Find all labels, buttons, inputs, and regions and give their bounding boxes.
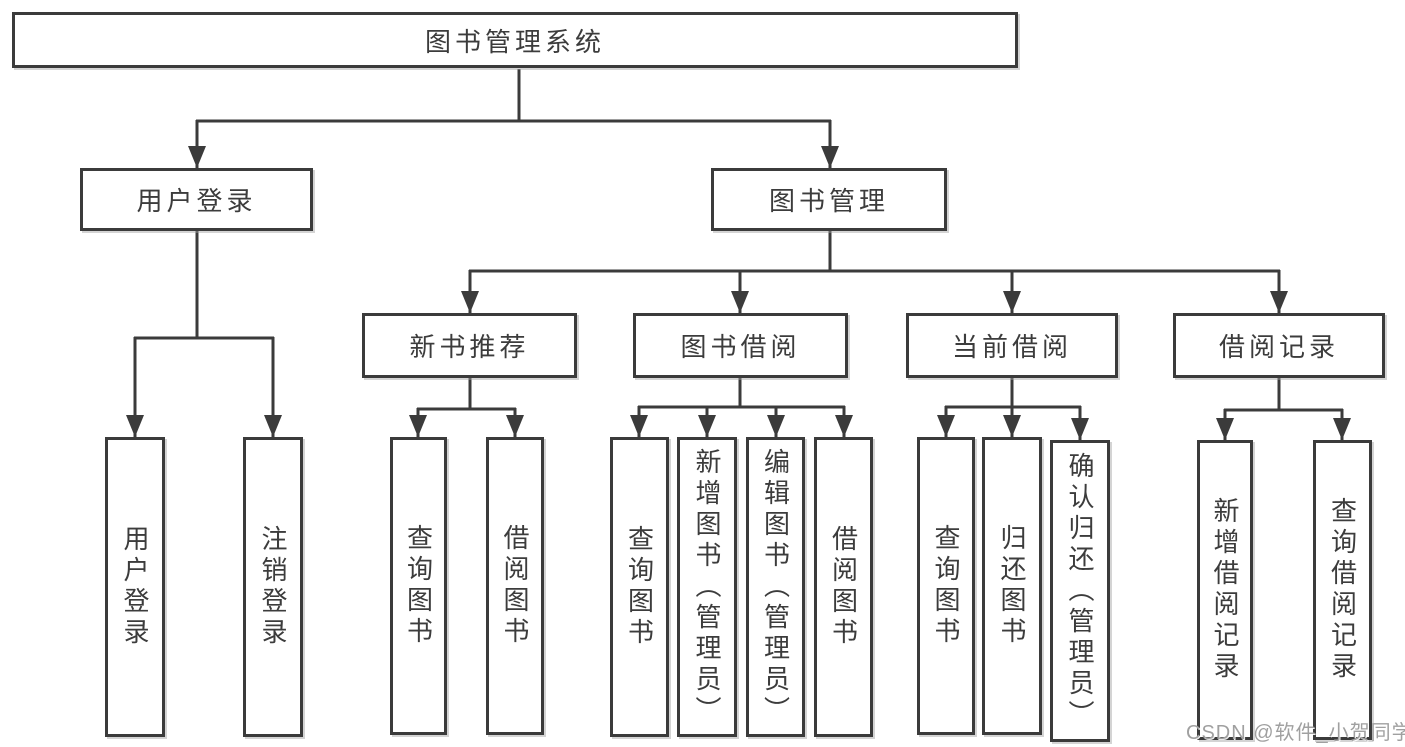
leaf-nb-query-books-label: 查询图书 <box>403 524 434 648</box>
leaf-bb-borrow-books: 借阅图书 <box>814 437 873 737</box>
csdn-watermark: CSDN @软件_小贺同学 <box>1186 722 1405 744</box>
node-current-borrow: 当前借阅 <box>906 313 1118 378</box>
connector-borrow-record-group <box>1224 378 1343 412</box>
leaf-cb-return-books: 归还图书 <box>982 437 1042 735</box>
leaf-nb-borrow-books-label: 借阅图书 <box>500 524 530 648</box>
connector-new-book-group <box>417 378 516 411</box>
node-book-borrow: 图书借阅 <box>633 313 848 378</box>
leaf-bb-borrow-books-label: 借阅图书 <box>828 525 859 649</box>
leaf-cb-return-books-label: 归还图书 <box>997 524 1027 648</box>
leaf-cb-query-books: 查询图书 <box>917 437 975 735</box>
connector-root-l2 <box>196 69 831 123</box>
leaf-bb-add-books-admin-label: 新增图书（管理员） <box>692 447 722 727</box>
node-book-management: 图书管理 <box>711 168 947 231</box>
connector-current-borrow-group <box>945 378 1081 409</box>
leaf-bb-query-books: 查询图书 <box>610 437 669 737</box>
leaf-user-login: 用户登录 <box>105 437 165 737</box>
leaf-nb-borrow-books: 借阅图书 <box>486 437 544 735</box>
leaf-bb-edit-books-admin: 编辑图书（管理员） <box>746 437 805 737</box>
node-book-borrow-label: 图书借阅 <box>680 332 801 362</box>
leaf-user-login-label: 用户登录 <box>120 525 150 649</box>
leaf-br-add-record: 新增借阅记录 <box>1197 440 1253 740</box>
leaf-br-query-record-label: 查询借阅记录 <box>1327 497 1358 683</box>
node-new-book-recommend-label: 新书推荐 <box>409 332 530 362</box>
connector-book-borrow-group <box>638 378 845 409</box>
leaf-cb-query-books-label: 查询图书 <box>931 524 961 648</box>
leaf-cb-confirm-return-admin: 确认归还（管理员） <box>1050 440 1110 742</box>
connector-book-mgmt-group <box>469 231 1280 273</box>
node-book-management-label: 图书管理 <box>768 186 889 216</box>
node-user-login-label: 用户登录 <box>136 186 257 216</box>
connector-user-login-group <box>134 231 274 340</box>
leaf-bb-edit-books-admin-label: 编辑图书（管理员） <box>760 447 791 727</box>
node-new-book-recommend: 新书推荐 <box>362 313 577 378</box>
node-borrow-record: 借阅记录 <box>1173 313 1385 378</box>
node-root-system: 图书管理系统 <box>12 12 1018 68</box>
leaf-br-query-record: 查询借阅记录 <box>1313 440 1372 740</box>
leaf-logout-label: 注销登录 <box>258 525 288 649</box>
node-borrow-record-label: 借阅记录 <box>1218 332 1339 362</box>
node-current-borrow-label: 当前借阅 <box>951 332 1072 362</box>
node-root-label: 图书管理系统 <box>424 26 605 57</box>
leaf-logout: 注销登录 <box>243 437 303 737</box>
leaf-bb-query-books-label: 查询图书 <box>624 525 655 649</box>
leaf-bb-add-books-admin: 新增图书（管理员） <box>677 437 737 737</box>
leaf-cb-confirm-return-admin-label: 确认归还（管理员） <box>1065 451 1095 731</box>
leaf-br-add-record-label: 新增借阅记录 <box>1210 497 1240 683</box>
node-user-login: 用户登录 <box>80 168 313 231</box>
leaf-nb-query-books: 查询图书 <box>390 437 447 735</box>
